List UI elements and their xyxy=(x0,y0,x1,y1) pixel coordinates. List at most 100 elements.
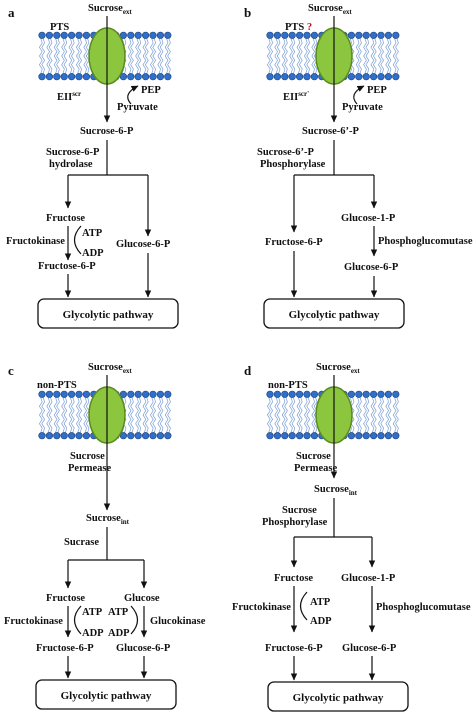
panel-letter-a: a xyxy=(8,5,15,20)
lipid-head xyxy=(53,432,61,440)
lipid-head xyxy=(303,31,311,39)
lipid-head xyxy=(82,31,90,39)
lipid-head xyxy=(296,390,304,398)
lipid-head xyxy=(347,31,356,39)
lipid-tail xyxy=(157,38,162,57)
lipid-head xyxy=(53,73,61,81)
lipid-tail xyxy=(355,414,360,433)
lipid-head xyxy=(362,432,370,440)
lipid-head xyxy=(347,390,356,398)
lipid-head xyxy=(281,432,289,440)
atp-label-right: ATP xyxy=(108,607,129,618)
lipid-head xyxy=(82,390,90,398)
lipid-head xyxy=(347,73,356,81)
lipid-tail xyxy=(284,397,288,416)
lipid-tail xyxy=(38,55,43,74)
lipid-tail xyxy=(78,397,83,416)
fructose-6p-label: Fructose-6-P xyxy=(265,643,323,654)
lipid-tail xyxy=(83,55,88,74)
lipid-head xyxy=(149,31,157,39)
lipid-head xyxy=(384,432,393,440)
lipid-tail xyxy=(38,414,43,433)
lipid-tail xyxy=(306,397,311,416)
lipid-tail xyxy=(298,414,303,433)
lipid-tail xyxy=(142,397,147,416)
lipid-tail xyxy=(167,414,171,433)
glucose-label: Glucose xyxy=(124,593,160,604)
lipid-tail xyxy=(291,55,296,74)
sucrose-int-label: Sucroseint xyxy=(314,484,358,497)
lipid-tail xyxy=(296,38,301,57)
lipid-tail xyxy=(372,414,377,433)
permease-line1: Sucrose xyxy=(70,451,105,462)
lipid-tail xyxy=(85,397,90,416)
lipid-tail xyxy=(387,397,392,416)
lipid-tail xyxy=(370,414,375,433)
hydrolase-line2: hydrolase xyxy=(49,159,93,170)
glycolytic-pathway-box xyxy=(267,681,409,712)
enzyme-eii-label: EIIscr xyxy=(57,90,81,103)
lipid-tail xyxy=(152,55,157,74)
lipid-tail xyxy=(281,397,286,416)
lipid-tail xyxy=(377,55,382,74)
lipid-tail xyxy=(70,38,75,57)
lipid-tail xyxy=(56,414,60,433)
lipid-tail xyxy=(83,414,88,433)
pep-label: PEP xyxy=(141,85,161,96)
atp-adp-curve xyxy=(299,591,308,621)
lipid-tail xyxy=(164,414,169,433)
lipid-tail xyxy=(68,55,73,74)
lipid-tail xyxy=(127,397,132,416)
lipid-tail xyxy=(395,38,399,57)
lipid-head xyxy=(288,432,296,440)
lipid-head xyxy=(127,73,135,81)
lipid-tail xyxy=(70,414,75,433)
lipid-head xyxy=(355,31,363,39)
lipid-head xyxy=(149,390,157,398)
lipid-tail xyxy=(149,414,154,433)
atp-adp-curve-right xyxy=(130,605,139,635)
lipid-tail xyxy=(149,397,154,416)
lipid-head xyxy=(310,73,319,81)
lipid-head xyxy=(362,390,370,398)
lipid-tail xyxy=(365,38,370,57)
lipid-tail xyxy=(363,397,367,416)
lipid-tail xyxy=(303,55,308,74)
lipid-tail xyxy=(291,38,296,57)
lipid-tail xyxy=(142,55,147,74)
lipid-tail xyxy=(75,38,80,57)
panel-a: a Sucroseext PTS EIIscr PEP Pyruvate Suc… xyxy=(6,3,179,329)
lipid-tail xyxy=(53,38,58,57)
lipid-head xyxy=(60,73,68,81)
lipid-head xyxy=(310,390,319,398)
lipid-tail xyxy=(266,397,271,416)
lipid-tail xyxy=(269,397,274,416)
lipid-head xyxy=(156,73,164,81)
atp-adp-curve-left xyxy=(73,605,82,635)
lipid-tail xyxy=(276,397,281,416)
lipid-tail xyxy=(130,397,134,416)
lipid-tail xyxy=(48,55,53,74)
lipid-tail xyxy=(395,55,399,74)
fructose-label: Fructose xyxy=(274,573,313,584)
transporter-label: non-PTS xyxy=(268,380,308,391)
lipid-tail xyxy=(137,38,142,57)
lipid-head xyxy=(45,390,54,398)
lipid-tail xyxy=(370,38,375,57)
lipid-tail xyxy=(291,397,296,416)
lipid-tail xyxy=(75,414,80,433)
lipid-tail xyxy=(274,397,279,416)
lipid-head xyxy=(45,432,54,440)
lipid-tail xyxy=(41,397,46,416)
lipid-tail xyxy=(372,397,377,416)
lipid-tail xyxy=(370,397,375,416)
lipid-tail xyxy=(385,38,390,57)
lipid-head xyxy=(266,31,274,39)
lipid-head xyxy=(355,73,363,81)
lipid-tail xyxy=(56,55,60,74)
lipid-head xyxy=(38,432,46,440)
lipid-head xyxy=(156,390,164,398)
lipid-tail xyxy=(266,38,271,57)
lipid-tail xyxy=(358,414,362,433)
phosphorylase-line2: Phosphorylase xyxy=(260,159,326,170)
